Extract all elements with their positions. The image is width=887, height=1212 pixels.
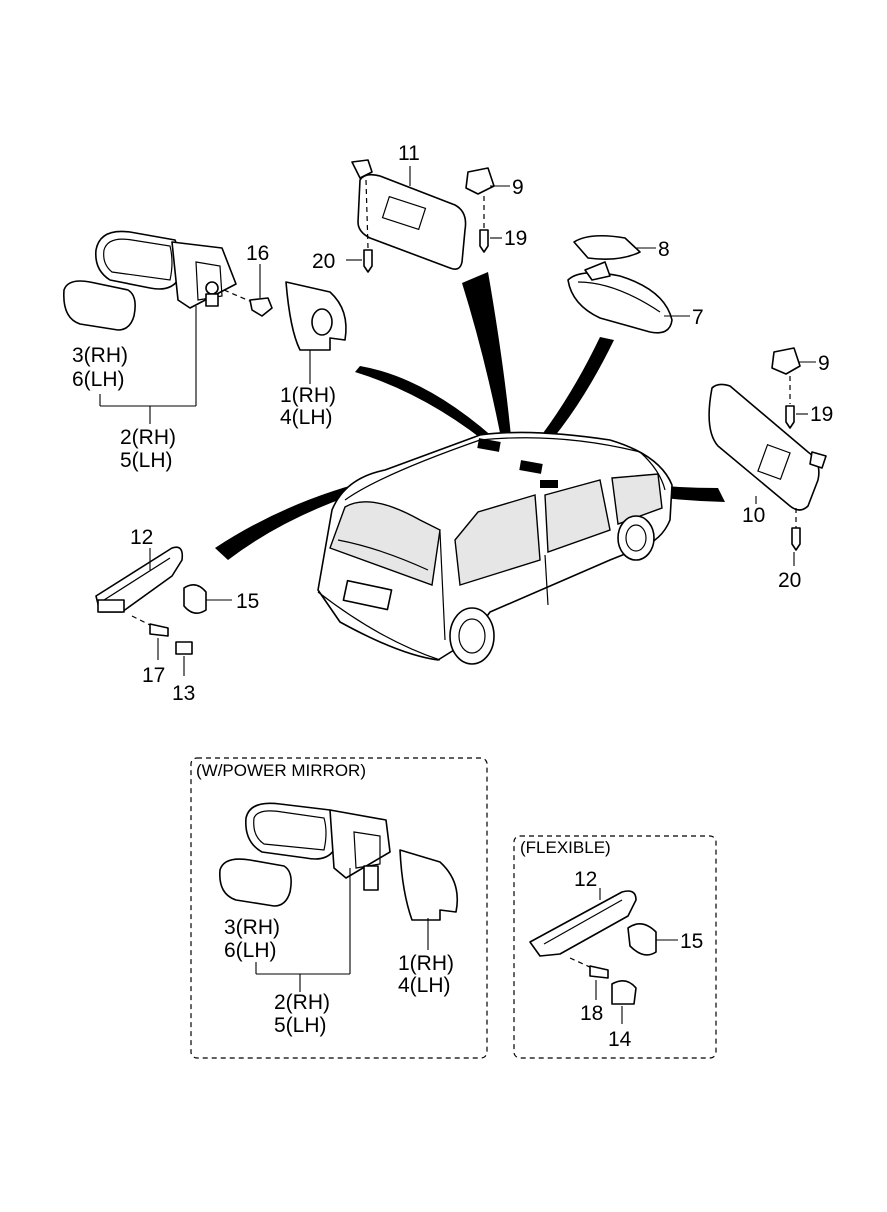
label-11: 11 [398,142,420,165]
label-3-rh-box: 3(RH) [224,916,280,939]
label-8: 8 [658,238,670,261]
label-6-lh-top: 6(LH) [72,368,125,391]
label-5-lh-top: 5(LH) [120,449,173,472]
leaders-mirror [99,264,311,424]
power-mirror-box-title: (W/POWER MIRROR) [196,761,366,780]
label-4-lh-top: 4(LH) [280,406,333,429]
flexible-box: (FLEXIBLE) [513,835,717,1059]
label-14: 14 [608,1028,632,1051]
label-12-box: 12 [574,868,597,891]
sun-visor-left [351,159,467,273]
mirror-glass [63,280,136,331]
label-3-rh-top: 3(RH) [72,344,128,367]
mirror-cover-panel [285,281,347,351]
label-5-lh-box: 5(LH) [274,1014,327,1037]
label-6-lh-box: 6(LH) [224,939,277,962]
label-13: 13 [172,682,195,705]
outside-mirror [94,230,273,317]
label-7: 7 [692,306,704,329]
label-15-top: 15 [236,590,259,613]
sun-visor-right [708,383,827,551]
overhead-lamp [573,234,641,260]
visor-holder-9b [771,347,801,429]
assist-handle [95,546,207,676]
minivan-illustration [317,431,673,665]
flexible-box-title: (FLEXIBLE) [520,838,611,857]
label-4-lh-box: 4(LH) [398,974,451,997]
label-leaders [206,166,816,941]
label-20-top: 20 [312,250,335,273]
part-labels: 11 9 19 20 8 7 16 3(RH) 6(LH) 1(RH) 4(LH… [72,142,833,1051]
label-19-top: 19 [504,227,527,250]
label-2-rh-box: 2(RH) [274,991,330,1014]
rear-view-mirror [567,261,673,334]
label-16: 16 [246,242,269,265]
label-2-rh-top: 2(RH) [120,426,176,449]
visor-holder-9a [465,167,495,253]
label-1-rh-box: 1(RH) [398,952,454,975]
label-20-right: 20 [778,569,801,592]
label-10: 10 [742,504,765,527]
label-17: 17 [142,664,165,687]
label-15-box: 15 [680,930,703,953]
label-9-right: 9 [818,352,830,375]
label-18: 18 [580,1002,603,1025]
label-1-rh-top: 1(RH) [280,384,336,407]
label-19-right: 19 [810,403,833,426]
power-mirror-box: (W/POWER MIRROR) [190,757,488,1059]
label-9-top: 9 [512,176,524,199]
label-12-top: 12 [130,526,153,549]
